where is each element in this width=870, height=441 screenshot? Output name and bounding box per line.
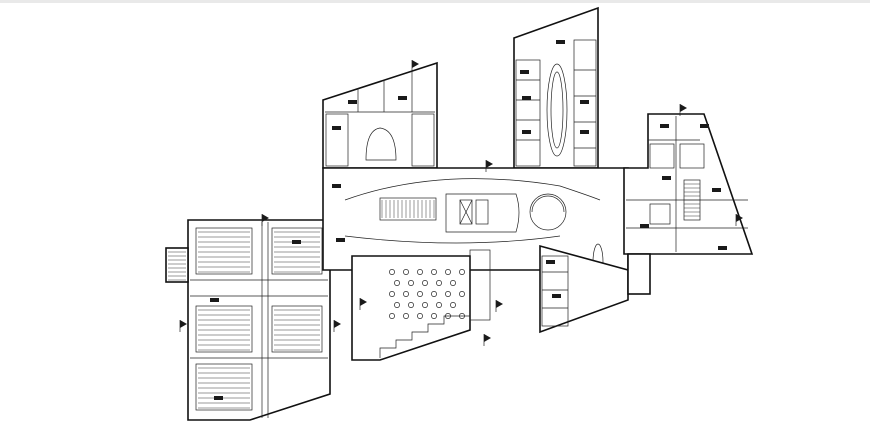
lower-right-wing <box>539 244 629 334</box>
stepped-stair <box>379 315 470 358</box>
seating-block-b1 <box>195 305 253 353</box>
central-core <box>445 193 520 233</box>
top-strip <box>0 0 870 3</box>
escalator <box>379 197 437 221</box>
central-left-tower <box>322 61 438 169</box>
room-tags <box>210 40 727 400</box>
right-wing <box>623 113 754 295</box>
seating-block-a2 <box>271 227 323 275</box>
seating-block-c1 <box>195 363 253 411</box>
exterior-stair-left <box>165 247 189 283</box>
dining-area <box>351 249 491 361</box>
central-right-tower <box>513 6 599 169</box>
section-markers <box>179 60 743 346</box>
seating-block-b2 <box>271 305 323 353</box>
auditorium-wing <box>165 219 331 421</box>
spiral-stair <box>529 193 567 231</box>
seating-block-a1 <box>195 227 253 275</box>
